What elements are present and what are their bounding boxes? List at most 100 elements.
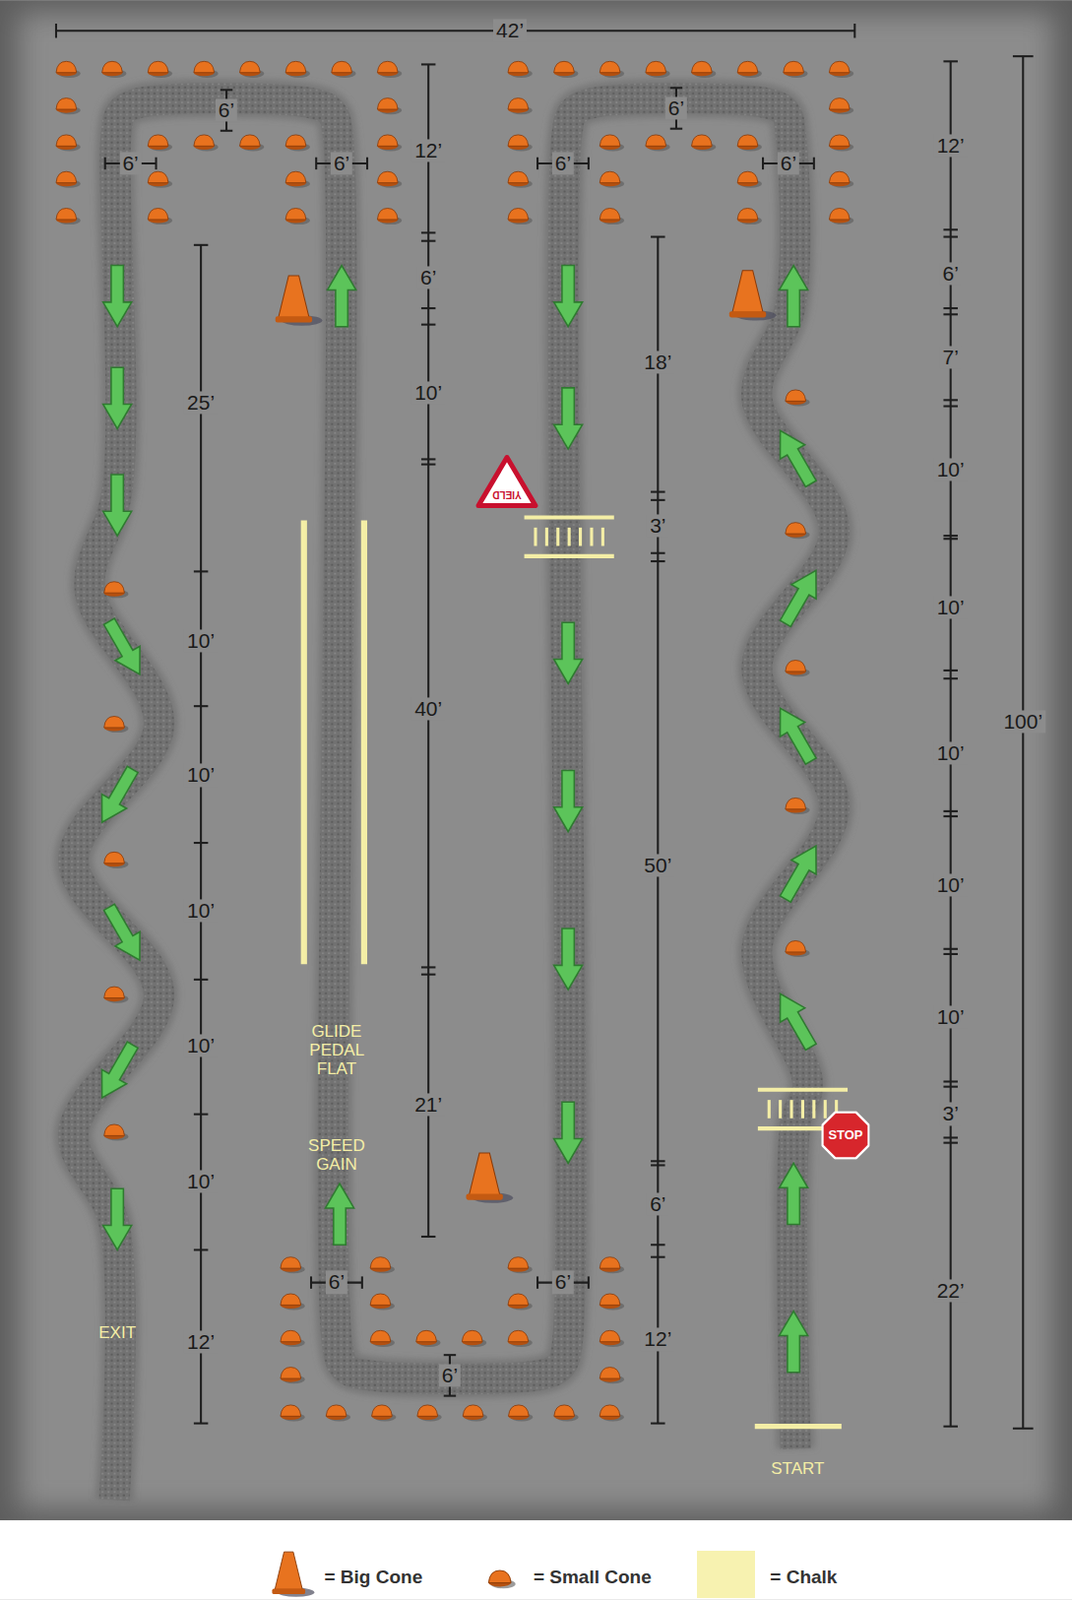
small-cone [285, 134, 311, 152]
small-cone [599, 134, 625, 152]
small-cone [692, 61, 717, 78]
legend-text: = Small Cone [533, 1566, 652, 1588]
dimension-lines [193, 569, 209, 572]
ground [0, 1519, 1072, 1600]
small-cone [285, 208, 311, 226]
small-cone [102, 61, 127, 78]
small-cone [370, 1293, 391, 1305]
dimension-label: 10’ [184, 629, 218, 652]
small-cone [104, 581, 126, 593]
small-cone [599, 208, 625, 226]
small-cone [507, 1329, 529, 1341]
small-cone [377, 171, 398, 183]
dimension-lines [813, 157, 816, 170]
dimension-lines [650, 1159, 666, 1162]
big-cone [274, 1551, 303, 1589]
small-cone [147, 171, 173, 189]
dimension-lines [421, 231, 437, 234]
dimension-label: 10’ [934, 1006, 968, 1029]
small-cone [377, 134, 398, 146]
small-cone [645, 134, 667, 146]
green-arrow [103, 474, 132, 536]
green-arrow [96, 614, 152, 682]
green-arrow [103, 265, 132, 327]
dimension-lines [1012, 55, 1034, 58]
small-cone [783, 61, 809, 78]
small-cone [285, 61, 311, 78]
green-arrow [325, 1183, 355, 1245]
dimension-lines [193, 704, 209, 707]
small-cone [828, 208, 854, 226]
small-cone [785, 660, 807, 672]
small-cone [147, 61, 169, 72]
small-cone [554, 61, 575, 72]
dimension-lines [943, 236, 958, 239]
small-cone [507, 1257, 529, 1268]
small-cone [285, 171, 307, 183]
small-cone [507, 171, 529, 183]
small-cone [828, 98, 850, 110]
big-cone [466, 1193, 504, 1199]
dimension-lines [853, 23, 856, 39]
dimension-lines [421, 240, 437, 243]
small-cone [645, 61, 667, 72]
dimension-lines [193, 1113, 209, 1116]
small-cone [828, 61, 850, 72]
small-cone [554, 1404, 575, 1416]
small-cone [599, 1367, 621, 1379]
small-cone [56, 98, 81, 116]
small-cone [645, 61, 671, 78]
dimension-lines [670, 127, 683, 130]
small-cone [280, 1329, 302, 1341]
chalk-text: START [770, 1459, 824, 1479]
chalk-marks [533, 527, 537, 547]
small-cone [239, 134, 264, 152]
dimension-lines [650, 560, 666, 563]
small-cone [285, 171, 311, 189]
dimension-lines [421, 323, 437, 326]
dimension-lines [315, 157, 317, 170]
small-cone [692, 61, 713, 72]
small-cone [104, 1124, 126, 1136]
green-arrow [554, 387, 583, 449]
small-cone [507, 1293, 529, 1305]
dimension-lines [310, 1275, 313, 1288]
chalk-marks [801, 1099, 805, 1119]
small-cone [56, 98, 77, 110]
small-cone [461, 1329, 483, 1341]
small-cone [325, 1404, 351, 1422]
green-arrow [779, 1311, 809, 1373]
small-cone [56, 61, 77, 72]
green-arrow [554, 1101, 583, 1163]
small-cone [239, 61, 260, 72]
dimension-label: 6’ [552, 1270, 574, 1294]
small-cone [737, 134, 758, 146]
small-cone [507, 171, 533, 189]
small-cone [147, 208, 173, 226]
small-cone [783, 61, 805, 72]
dimension-label: 12’ [184, 1329, 218, 1353]
dimension-lines [587, 1275, 590, 1288]
dimension-lines [587, 157, 590, 170]
dimension-lines [943, 669, 958, 672]
green-arrow [772, 563, 828, 631]
small-cone [488, 1570, 515, 1588]
dimension-lines [650, 1163, 666, 1166]
small-cone [785, 522, 811, 540]
dimension-lines [943, 60, 958, 63]
chalk-marks [601, 527, 605, 547]
dimension-lines [193, 841, 209, 844]
dimension-lines [421, 973, 437, 976]
dimension-lines [421, 63, 437, 65]
small-cone [370, 1329, 391, 1341]
dimension-label: 6’ [665, 96, 688, 120]
small-cone [56, 171, 81, 189]
dimension-lines [650, 552, 666, 555]
green-arrow [103, 367, 132, 429]
small-cone [507, 98, 533, 116]
dimension-label: 10’ [934, 595, 968, 619]
chalk-marks [524, 514, 615, 519]
dimension-label: 10’ [411, 380, 445, 404]
big-cone [732, 270, 763, 313]
